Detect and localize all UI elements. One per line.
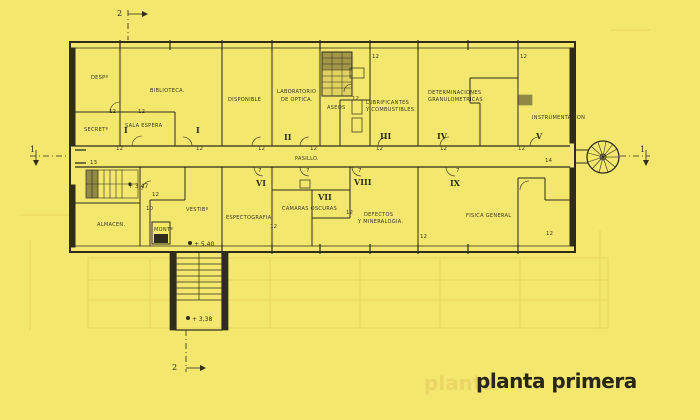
room-label-defectos-2: Y MINERALOGIA. <box>357 219 403 225</box>
dim-number: 12 <box>420 234 427 240</box>
room-label-determinaciones-1: DETERMINACIONES <box>428 90 481 96</box>
room-label-disponible: DISPONIBLE <box>228 97 261 103</box>
section-label-bottom: 2 <box>172 363 177 372</box>
section-label-left: 1 <box>30 145 35 154</box>
toilet-block <box>321 51 353 97</box>
dim-number: 12 <box>196 146 203 152</box>
room-label-fisica-general: FISICA GENERAL <box>466 213 511 219</box>
facade-columns <box>119 40 519 254</box>
level-lower: + 3,38 <box>192 316 212 323</box>
room-label-biblioteca: BIBLIOTECA. <box>150 88 185 94</box>
level-markers <box>128 182 192 320</box>
west-stair <box>85 169 139 199</box>
dim-number: 12 <box>270 224 277 230</box>
level-upper: + 5,40 <box>194 241 214 248</box>
dim-number: 7 <box>456 168 460 174</box>
room-label-sala-espera: SALA ESPERA <box>125 123 163 129</box>
dim-number: 12 <box>346 210 353 216</box>
dim-number: 12 <box>138 109 145 115</box>
dim-number: 12 <box>440 146 447 152</box>
room-label-defectos-1: DEFECTOS <box>364 212 393 218</box>
south-external-stair <box>169 251 229 331</box>
dim-number: 14 <box>545 158 552 164</box>
section-label-top: 2 <box>117 9 122 18</box>
faded-title-bleed: planta <box>424 371 496 395</box>
room-label-instrumentacion: INSTRUMENTACION <box>532 115 585 121</box>
roman-numeral: IX <box>450 178 461 188</box>
room-label-despacho: DESPº <box>91 74 108 81</box>
room-label-almacen: ALMACEN. <box>97 222 125 228</box>
roman-numeral: V <box>535 131 543 141</box>
dim-number: 12 <box>520 54 527 60</box>
level-stair: + 3,47 <box>128 183 148 190</box>
dim-number: 10 <box>146 206 153 212</box>
corridor-label: PASILLO. <box>295 156 319 162</box>
roman-numeral: I <box>196 125 200 135</box>
section-label-right: 1 <box>640 145 645 154</box>
lab-benches <box>299 67 533 189</box>
roman-numeral: VII <box>317 192 332 202</box>
room-label-aseos: ASEOS <box>327 105 345 111</box>
roman-numeral: III <box>380 131 391 141</box>
service-lift <box>151 221 171 245</box>
dim-number: 12 <box>546 231 553 237</box>
dim-number: 12 <box>372 54 379 60</box>
room-label-camaras-oscuras: CAMARAS OSCURAS <box>282 206 337 212</box>
outer-walls <box>69 41 576 253</box>
roman-numeral: I <box>124 125 128 135</box>
north-partitions <box>75 48 519 146</box>
roman-numeral: VI <box>255 178 266 188</box>
room-label-espectografia: ESPECTOGRAFIA <box>226 215 272 221</box>
room-label-secretaria: SECRETº <box>84 126 108 133</box>
roman-numeral: II <box>284 132 292 142</box>
dim-number: 12 <box>116 146 123 152</box>
room-label-determinaciones-2: GRANULOMETRICAS <box>428 97 483 103</box>
room-label-laboratorio-1: LABORATORIO <box>277 89 316 95</box>
dim-number: 7 <box>306 168 310 174</box>
dim-number: 12 <box>258 146 265 152</box>
roman-numeral: VIII <box>353 177 372 187</box>
dim-number: 7 <box>258 168 262 174</box>
room-label-montacargas: MONTº <box>154 226 173 233</box>
dim-number: 12 <box>518 146 525 152</box>
plan-title: planta primera <box>476 369 637 393</box>
dim-number: 12 <box>352 96 359 102</box>
dim-number: 7 <box>358 168 362 174</box>
dim-number: 12 <box>310 146 317 152</box>
south-partitions <box>75 167 570 252</box>
dim-number: 12 <box>376 146 383 152</box>
roman-numeral: IV <box>437 131 448 141</box>
room-label-lubricantes-2: Y COMBUSTIBLES. <box>365 107 416 113</box>
room-label-lubricantes-1: LUBRIFICANTES <box>366 100 409 106</box>
room-label-laboratorio-2: DE OPTICA. <box>281 97 313 103</box>
section-arrows <box>33 11 649 371</box>
spiral-stair <box>575 140 620 174</box>
room-label-vestibulo: VESTIBº <box>186 206 209 213</box>
corridor-walls <box>75 145 570 168</box>
door-swings <box>109 83 540 191</box>
dim-number: 13 <box>90 160 97 166</box>
dim-number: 12 <box>109 109 116 115</box>
dim-number: 12 <box>152 192 159 198</box>
